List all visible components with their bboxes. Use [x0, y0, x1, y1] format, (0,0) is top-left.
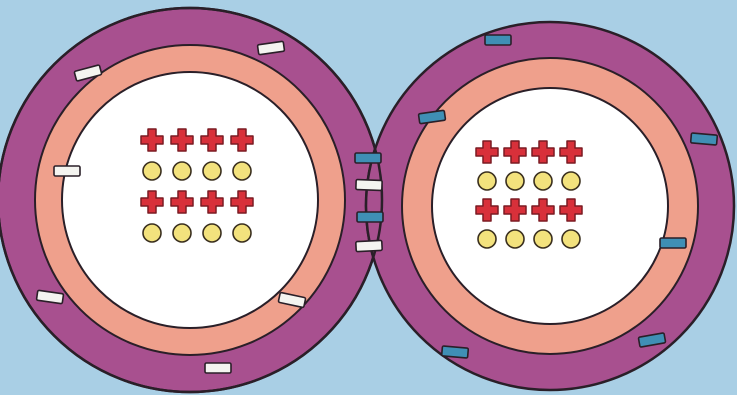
shared-electron-blue-1	[355, 153, 381, 163]
left-atom-neutron-1-2	[203, 224, 221, 242]
left-atom-neutron-1-3	[233, 224, 251, 242]
left-atom-neutron-0-0	[143, 162, 161, 180]
right-atom-neutron-0-1	[506, 172, 524, 190]
left-atom-electron-5	[205, 363, 231, 373]
right-atom-electron-0	[485, 35, 511, 45]
right-atom-neutron-0-0	[478, 172, 496, 190]
shared-electron-blue-0	[357, 212, 383, 222]
right-atom-neutron-0-2	[534, 172, 552, 190]
left-atom-neutron-0-2	[203, 162, 221, 180]
left-atom-neutron-1-1	[173, 224, 191, 242]
left-atom-electron-2	[54, 166, 80, 176]
left-atom-neutron-0-1	[173, 162, 191, 180]
right-atom-neutron-1-3	[562, 230, 580, 248]
right-atom-electron-5	[442, 346, 469, 358]
right-atom-neutron-0-3	[562, 172, 580, 190]
right-atom-neutron-1-2	[534, 230, 552, 248]
left-atom-neutron-0-3	[233, 162, 251, 180]
right-atom-electron-3	[660, 238, 686, 248]
shared-electron-light-0	[356, 180, 382, 191]
shared-electron-light-1	[356, 240, 382, 251]
right-atom-neutron-1-1	[506, 230, 524, 248]
right-atom-neutron-1-0	[478, 230, 496, 248]
right-atom-electron-2	[691, 133, 718, 145]
left-atom-neutron-1-0	[143, 224, 161, 242]
